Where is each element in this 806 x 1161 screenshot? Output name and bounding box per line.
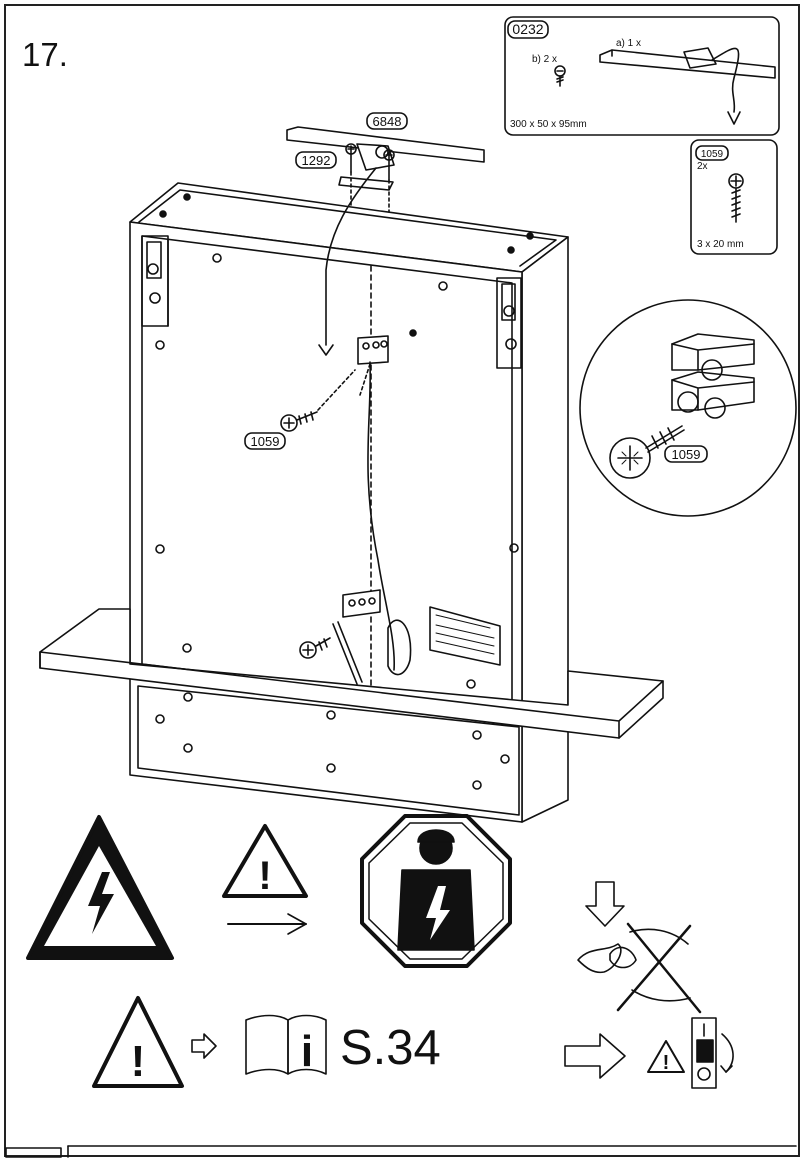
svg-text:!: ! (131, 1037, 146, 1086)
glass-shelf (39, 608, 664, 739)
screw-icon (554, 65, 566, 87)
high-voltage-warning-icon (26, 815, 174, 960)
part-box-0232: 0232 b) 2 x a) 1 x 300 x 50 x 95mm (504, 16, 780, 136)
arrow-right-icon (564, 1033, 626, 1079)
callout-1059-zoom: 1059 (672, 447, 701, 462)
cabinet (129, 182, 569, 823)
caution-icon: ! (222, 824, 308, 898)
step-number: 17. (22, 36, 68, 73)
svg-text:!: ! (663, 1052, 670, 1074)
terminal-block-top (357, 335, 396, 671)
info-manual-icon: i (245, 1014, 327, 1076)
caution-icon: ! (92, 996, 184, 1088)
page-frame (4, 4, 800, 1157)
arrow-right-icon (227, 913, 307, 935)
lamp-6848 (286, 126, 485, 356)
power-switch-icon (691, 1017, 734, 1089)
hinge-right (496, 277, 522, 369)
product-label-plate (429, 606, 501, 666)
terminal-block-bottom (299, 589, 381, 685)
svg-text:!: ! (258, 854, 271, 898)
screw-1059-left (280, 369, 356, 432)
callout-1059-left: 1059 (251, 434, 280, 449)
caution-icon: ! (647, 1040, 685, 1074)
electrician-required-icon (360, 814, 512, 968)
part-box-1059: 1059 2x 3 x 20 mm (690, 139, 778, 255)
part-code-0232: 0232 (512, 21, 543, 37)
part-item-a: a) 1 x (616, 38, 641, 49)
callout-1292: 1292 (302, 153, 331, 168)
manual-page-reference: S.34 (340, 1021, 441, 1075)
no-wet-cleaning-icon (577, 881, 702, 1014)
part-dimensions-0232: 300 x 50 x 95mm (510, 119, 587, 130)
part-dimensions-1059: 3 x 20 mm (697, 239, 744, 250)
lamp-icon (599, 47, 776, 125)
svg-text:i: i (301, 1027, 313, 1076)
detail-zoom-circle: 1059 (579, 299, 797, 517)
hinge-left (141, 235, 169, 327)
arrow-right-icon (191, 1033, 217, 1059)
callout-6848: 6848 (373, 114, 402, 129)
screw-icon (728, 173, 744, 223)
part-quantity-1059: 2x (697, 161, 708, 172)
part-item-b: b) 2 x (532, 54, 557, 65)
part-code-1059: 1059 (701, 149, 724, 160)
